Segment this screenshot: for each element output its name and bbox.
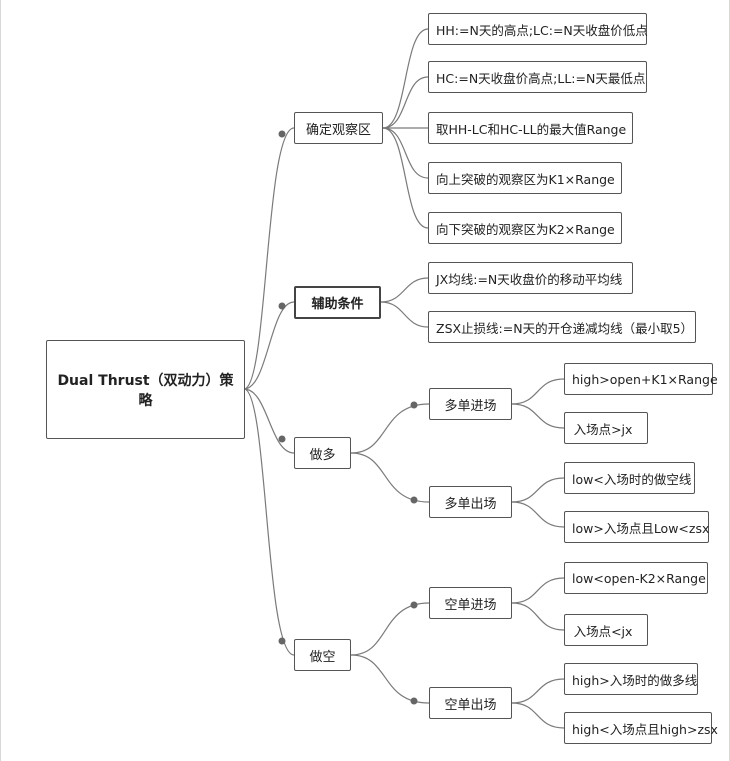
leaf-node[interactable]: low<open-K2×Range xyxy=(564,562,708,594)
sub-node-short-exit[interactable]: 空单出场 xyxy=(429,687,512,719)
connector-long-entry-2 xyxy=(511,403,565,429)
connector-root-long xyxy=(243,388,295,454)
connector-auxiliary-2 xyxy=(380,301,429,328)
collapse-dot-long-entry[interactable] xyxy=(410,401,418,409)
leaf-label: 向下突破的观察区为K2×Range xyxy=(436,221,615,237)
connector-short-entry xyxy=(350,602,430,656)
leaf-label: low>入场点且Low<zsx xyxy=(572,520,710,536)
leaf-label: 入场点>jx xyxy=(573,421,633,437)
collapse-dot-short[interactable] xyxy=(278,637,286,645)
collapse-dot-observation[interactable] xyxy=(278,130,286,138)
branch-label: 辅助条件 xyxy=(311,297,364,312)
leaf-node[interactable]: ZSX止损线:=N天的开仓递减均线（最小取5） xyxy=(428,311,696,343)
collapse-dot-short-exit[interactable] xyxy=(410,697,418,705)
connector-root-observation xyxy=(243,127,295,390)
leaf-label: 取HH-LC和HC-LL的最大值Range xyxy=(436,121,627,137)
connector-long-entry xyxy=(350,403,430,454)
connector-long-entry-1 xyxy=(511,378,565,405)
leaf-node[interactable]: 入场点>jx xyxy=(564,412,648,444)
leaf-label: high>open+K1×Range xyxy=(572,371,718,387)
leaf-label: HC:=N天收盘价高点;LL:=N天最低点 xyxy=(436,70,646,86)
leaf-node[interactable]: 向上突破的观察区为K1×Range xyxy=(428,162,622,194)
connector-root-short xyxy=(243,388,295,656)
leaf-node[interactable]: low<入场时的做空线 xyxy=(564,462,695,494)
branch-label: 确定观察区 xyxy=(305,122,371,138)
leaf-label: ZSX止损线:=N天的开仓递减均线（最小取5） xyxy=(436,320,694,336)
connector-short-exit-2 xyxy=(511,702,565,729)
branch-label: 做多 xyxy=(309,447,336,463)
leaf-node[interactable]: HH:=N天的高点;LC:=N天收盘价低点 xyxy=(428,13,648,45)
leaf-label: low<入场时的做空线 xyxy=(572,471,692,487)
leaf-label: JX均线:=N天收盘价的移动平均线 xyxy=(436,271,623,287)
leaf-node[interactable]: high>open+K1×Range xyxy=(564,363,718,395)
leaf-label: HH:=N天的高点;LC:=N天收盘价低点 xyxy=(436,22,648,38)
collapse-dot-long-exit[interactable] xyxy=(410,496,418,504)
sub-node-long-exit[interactable]: 多单出场 xyxy=(429,486,512,518)
connector-observation-2 xyxy=(382,76,429,129)
leaf-node[interactable]: 入场点<jx xyxy=(564,614,648,646)
connector-short-entry-1 xyxy=(511,577,565,604)
connector-root-auxiliary xyxy=(243,301,295,390)
sub-label: 多单进场 xyxy=(444,398,497,414)
root-node[interactable]: Dual Thrust（双动力）策略 xyxy=(46,340,245,439)
connector-auxiliary-1 xyxy=(380,277,429,303)
leaf-label: 入场点<jx xyxy=(573,623,633,639)
sub-label: 空单进场 xyxy=(444,597,497,613)
leaf-node[interactable]: HC:=N天收盘价高点;LL:=N天最低点 xyxy=(428,61,647,93)
branch-node-short[interactable]: 做空 xyxy=(294,639,351,671)
leaf-node[interactable]: high>入场时的做多线 xyxy=(564,663,698,695)
leaf-label: low<open-K2×Range xyxy=(572,570,706,586)
leaf-node[interactable]: low>入场点且Low<zsx xyxy=(564,511,709,543)
sub-node-short-entry[interactable]: 空单进场 xyxy=(429,587,512,619)
leaf-node[interactable]: high<入场点且high>zsx xyxy=(564,712,718,744)
branch-label: 做空 xyxy=(309,649,336,665)
connector-short-exit-1 xyxy=(511,678,565,704)
connector-long-exit xyxy=(350,452,430,503)
collapse-dot-auxiliary[interactable] xyxy=(278,302,286,310)
connector-short-exit xyxy=(350,654,430,704)
collapse-dot-long[interactable] xyxy=(278,435,286,443)
connector-long-exit-2 xyxy=(511,501,565,528)
leaf-label: high>入场时的做多线 xyxy=(572,672,698,688)
connector-observation-5 xyxy=(382,127,429,229)
connector-long-exit-1 xyxy=(511,477,565,503)
connector-observation-1 xyxy=(382,28,429,129)
branch-node-long[interactable]: 做多 xyxy=(294,437,351,469)
branch-node-observation[interactable]: 确定观察区 xyxy=(294,112,383,144)
leaf-label: 向上突破的观察区为K1×Range xyxy=(436,171,615,187)
leaf-label: high<入场点且high>zsx xyxy=(572,721,718,737)
frame-left-border xyxy=(0,0,1,761)
branch-node-auxiliary[interactable]: 辅助条件 xyxy=(294,286,381,319)
root-label: Dual Thrust（双动力）策略 xyxy=(57,372,234,409)
leaf-node[interactable]: 向下突破的观察区为K2×Range xyxy=(428,212,622,244)
sub-label: 空单出场 xyxy=(444,697,497,713)
sub-label: 多单出场 xyxy=(444,496,497,512)
leaf-node[interactable]: JX均线:=N天收盘价的移动平均线 xyxy=(428,262,633,294)
sub-node-long-entry[interactable]: 多单进场 xyxy=(429,388,512,420)
connector-observation-4 xyxy=(382,127,429,179)
leaf-node[interactable]: 取HH-LC和HC-LL的最大值Range xyxy=(428,112,633,144)
collapse-dot-short-entry[interactable] xyxy=(410,601,418,609)
connector-short-entry-2 xyxy=(511,602,565,631)
